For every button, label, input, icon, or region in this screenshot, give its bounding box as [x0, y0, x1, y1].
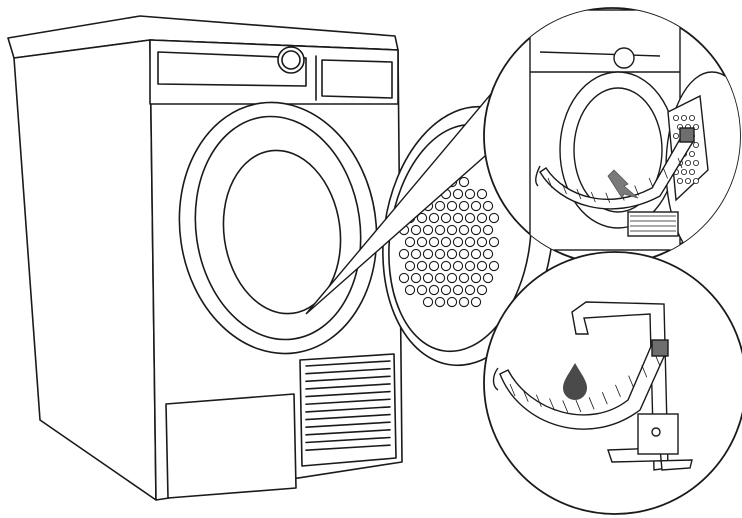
perforation-hole [440, 260, 452, 272]
perforation-hole [446, 224, 458, 236]
perforation-hole [482, 224, 494, 236]
perforation-hole [416, 212, 428, 224]
perforation-hole [428, 212, 440, 224]
vent-slats [305, 360, 391, 451]
perforation-hole [416, 236, 428, 248]
perforation-hole [422, 248, 434, 260]
perforation-hole [464, 260, 476, 272]
perforation-hole [464, 284, 476, 296]
perforation-hole [422, 296, 434, 308]
perforation-hole [452, 284, 464, 296]
down-arrow-icon [607, 169, 639, 199]
perforation-hole [434, 272, 446, 284]
control-panel-right [321, 59, 393, 99]
perforation-hole [464, 188, 476, 200]
perforation-hole [470, 224, 482, 236]
perforation-hole [458, 224, 470, 236]
perforation-hole [410, 272, 422, 284]
perforation-hole [428, 260, 440, 272]
perforation-hole [452, 260, 464, 272]
perforation-hole [446, 248, 458, 260]
perforation-hole [434, 224, 446, 236]
perforation-hole [410, 224, 422, 236]
perforation-hole [464, 236, 476, 248]
perforation-hole [434, 200, 446, 212]
perforation-hole [446, 200, 458, 212]
water-drop-icon [563, 363, 587, 400]
perforation-hole [482, 248, 494, 260]
perforation-hole [452, 188, 464, 200]
perforation-hole [476, 284, 488, 296]
perforation-hole [458, 296, 470, 308]
perforation-hole [476, 260, 488, 272]
perforation-hole [470, 272, 482, 284]
perforation-hole [476, 236, 488, 248]
perforation-hole [488, 260, 500, 272]
control-panel-display [157, 51, 307, 87]
perforation-hole [458, 272, 470, 284]
perforation-hole [422, 272, 434, 284]
perforation-hole [446, 272, 458, 284]
perforation-hole [416, 260, 428, 272]
perforation-hole [464, 212, 476, 224]
perforation-hole [452, 236, 464, 248]
perforation-hole [458, 200, 470, 212]
perforation-hole [440, 236, 452, 248]
perforation-hole [404, 284, 416, 296]
perforation-hole [404, 236, 416, 248]
perforation-hole [410, 248, 422, 260]
perforation-hole [458, 176, 470, 188]
perforation-hole [440, 284, 452, 296]
perforation-hole [416, 284, 428, 296]
perforation-hole [470, 200, 482, 212]
perforation-hole [446, 296, 458, 308]
dryer-side-panel [13, 39, 157, 501]
perforation-hole [452, 212, 464, 224]
perforation-hole [398, 272, 410, 284]
perforation-hole [488, 236, 500, 248]
perforation-hole [458, 248, 470, 260]
perforation-hole [434, 296, 446, 308]
perforation-hole [476, 212, 488, 224]
perforation-hole [476, 188, 488, 200]
perforation-hole [422, 224, 434, 236]
perforation-hole [428, 236, 440, 248]
perforation-hole [398, 248, 410, 260]
perforation-hole [440, 212, 452, 224]
perforation-hole [470, 248, 482, 260]
zoom-inset-filter-removal [483, 7, 741, 265]
perforation-hole [434, 248, 446, 260]
perforation-hole [482, 272, 494, 284]
filter-flap [165, 393, 297, 499]
perforation-hole [488, 212, 500, 224]
perforation-hole [470, 296, 482, 308]
tumble-dryer [7, 15, 403, 501]
perforation-hole [428, 284, 440, 296]
zoom-inset-filter-rinsing [483, 251, 742, 515]
perforation-hole [482, 200, 494, 212]
perforation-hole [404, 260, 416, 272]
